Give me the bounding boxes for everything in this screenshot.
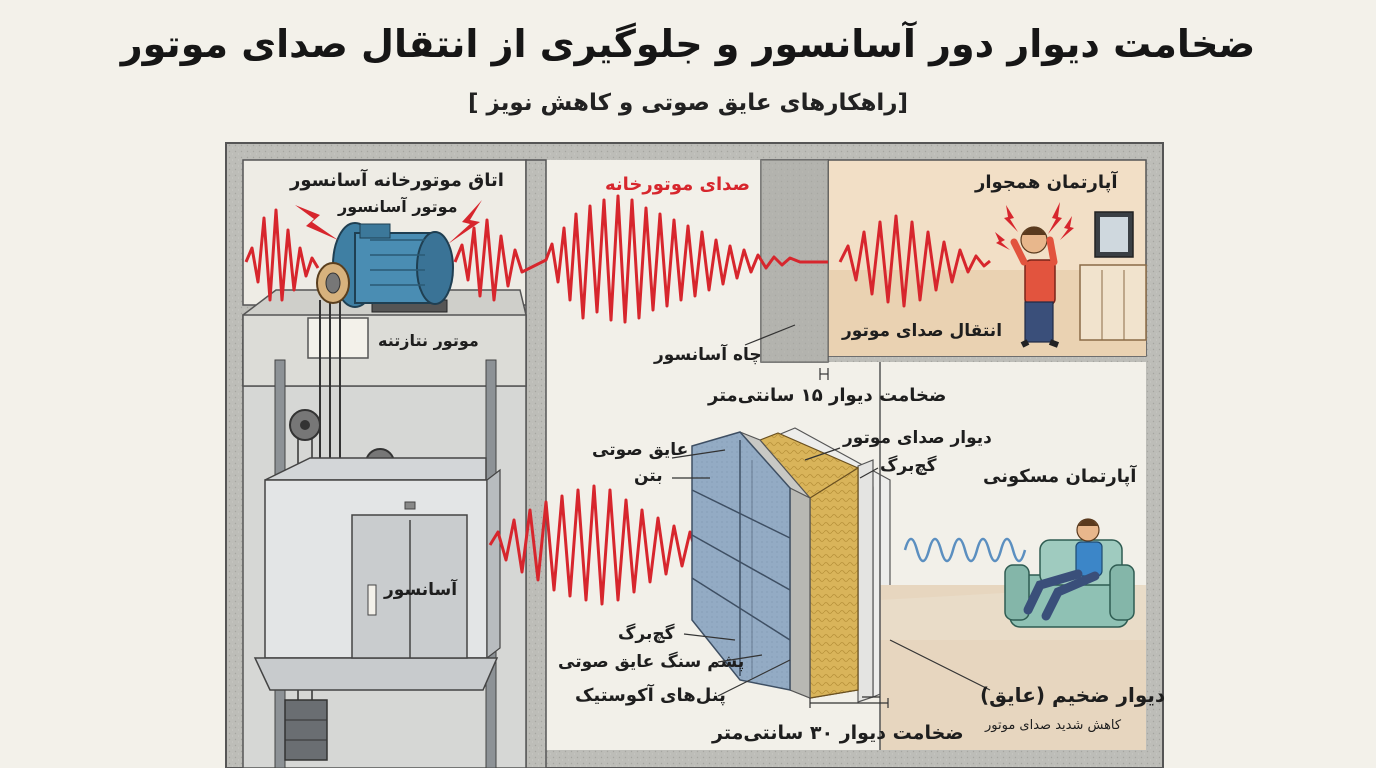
label-motor-room: اتاق موتورخانه آسانسور [290,170,504,191]
counterweight [284,699,328,761]
label-residential-apartment: آپارتمان مسکونی [983,466,1137,487]
label-wall-15cm: ضخامت دیوار ۱۵ سانتی‌متر [708,385,947,406]
label-gypsum-top: گچ‌برگ [880,456,937,476]
center-column [525,159,547,768]
acoustic-panels [691,431,791,691]
label-elevator: آسانسور [384,580,458,600]
label-motor-noise-wall: دیوار صدای موتور [843,428,992,448]
page-subtitle: [راهکارهای عایق صوتی و کاهش نویز ] [467,90,909,116]
label-neighbor-apartment: آپارتمان همجوار [975,172,1118,193]
label-noise-transfer: انتقال صدای موتور [842,321,1003,341]
label-concrete: بتن [634,466,663,486]
label-acoustic-insulation: عایق صوتی [592,440,689,460]
motor-noise-wave [453,194,828,324]
label-acoustic-panels: پنل‌های آکوستیک [575,685,726,706]
quiet-wave [903,537,1027,563]
label-gypsum-bottom: گچ‌برگ [618,624,675,644]
label-motor-noise: صدای موتورخانه [605,174,750,195]
label-rockwool: پشم سنگ عایق صوتی [558,652,745,672]
neighbor-noise-wave [838,214,991,308]
label-noise-reduction: کاهش شدید صدای موتور [985,718,1122,733]
label-elevator-motor: موتور آسانسور [338,197,458,216]
label-thick-wall: دیوار ضخیم (عایق) [980,683,1166,707]
label-wall-30cm: ضخامت دیوار ۳۰ سانتی‌متر [712,722,964,744]
page-title: ضخامت دیوار دور آسانسور و جلوگیری از انت… [120,22,1256,66]
label-gearless-motor: موتور نتازتنه [378,331,479,350]
label-elevator-shaft: چاه آسانسور [654,345,762,365]
